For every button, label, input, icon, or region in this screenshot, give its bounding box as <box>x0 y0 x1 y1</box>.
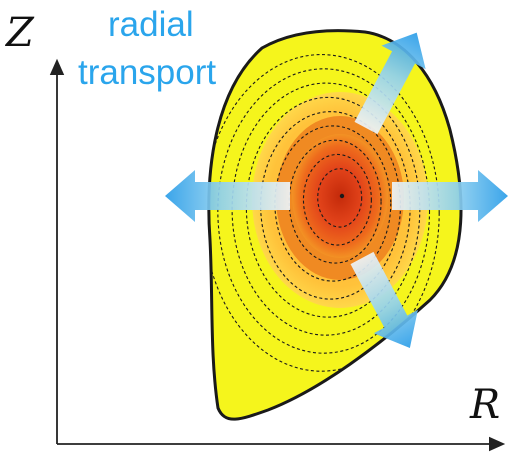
flux-contour <box>217 68 431 354</box>
title-line-2: transport <box>78 53 216 92</box>
arrow-left <box>165 170 290 222</box>
title-line-1: radial <box>108 5 194 44</box>
title: radial transport <box>78 5 216 92</box>
z-axis-label: Z <box>4 10 35 56</box>
flux-contour <box>274 125 392 282</box>
magnetic-axis <box>339 193 345 199</box>
arrow-down-right <box>350 251 418 349</box>
flux-contour <box>288 139 382 264</box>
flux-contour <box>317 168 363 228</box>
flux-contour <box>208 54 440 372</box>
arrow-right <box>392 170 508 222</box>
arrow-up-right <box>354 32 426 135</box>
flux-contour <box>302 153 372 246</box>
plasma-cross-section <box>207 29 463 421</box>
r-axis-label: R <box>469 382 500 428</box>
